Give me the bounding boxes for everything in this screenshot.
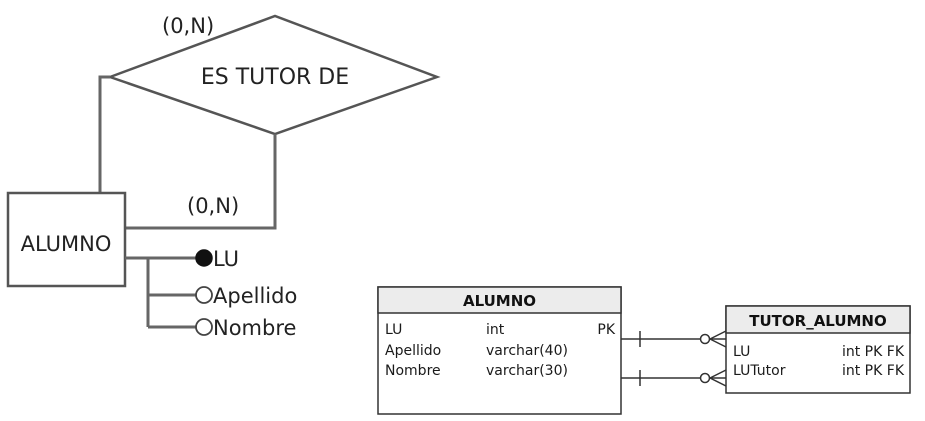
alumno-row-name-nombre: Nombre [385, 363, 441, 379]
attribute-label-lu: LU [213, 247, 239, 271]
relationship-connector-right [125, 134, 277, 230]
tutor-row-name-lu: LU [733, 344, 750, 360]
alumno-row-name-apellido: Apellido [385, 343, 441, 359]
table-alumno-header [377, 286, 622, 314]
alumno-row-type-apellido: varchar(40) [486, 343, 568, 359]
alumno-row-name-lu: LU [385, 322, 402, 338]
attribute-label-nombre: Nombre [213, 316, 296, 340]
alumno-row-type-lu: int [486, 322, 505, 338]
relationship-diamond[interactable] [106, 14, 441, 136]
cardinality-bottom-label: (0,N) [187, 194, 239, 218]
alumno-row-type-nombre: varchar(30) [486, 363, 568, 379]
table-tutor-header [725, 305, 911, 334]
cardinality-top-label: (0,N) [162, 14, 214, 38]
tutor-row-name-lututor: LUTutor [733, 363, 786, 379]
entity-label: ALUMNO [21, 232, 112, 256]
table-alumno[interactable]: ALUMNO LU int PK Apellido varchar(40) No… [377, 286, 622, 415]
tutor-row-type-lu: int PK FK [842, 344, 905, 360]
relationship-label: ES TUTOR DE [201, 65, 349, 90]
table-alumno-title: ALUMNO [463, 292, 536, 310]
tutor-row-type-lututor: int PK FK [842, 363, 905, 379]
entity-box[interactable] [6, 191, 127, 288]
attribute-label-apellido: Apellido [213, 284, 297, 308]
alumno-row-key-lu: PK [597, 322, 615, 338]
key-attribute-marker [195, 249, 213, 267]
attribute-trunk [125, 256, 150, 327]
attribute-marker-apellido [195, 286, 213, 304]
table-tutor-title: TUTOR_ALUMNO [749, 312, 887, 330]
table-tutor-alumno[interactable]: TUTOR_ALUMNO LU int PK FK LUTutor int PK… [725, 305, 911, 394]
fk-connector-lututor[interactable] [621, 369, 727, 387]
attribute-marker-nombre [195, 318, 213, 336]
relationship-connector-left [98, 75, 110, 193]
fk-connector-lu[interactable] [621, 330, 727, 348]
